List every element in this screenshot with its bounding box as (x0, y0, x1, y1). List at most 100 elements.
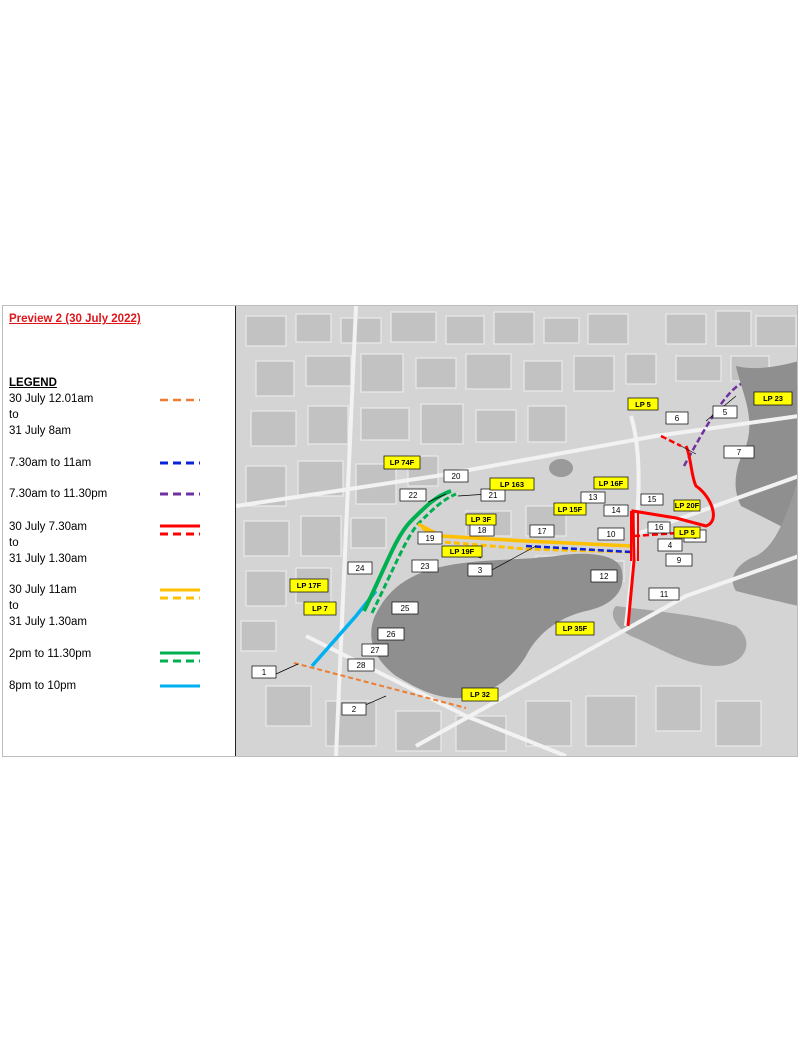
lp-label: LP 35F (555, 621, 595, 636)
map-frame: Preview 2 (30 July 2022) LEGEND 30 July … (2, 305, 798, 757)
legend-item-label: 30 July 11am to 31 July 1.30am (9, 584, 87, 628)
svg-text:18: 18 (478, 526, 487, 535)
lp-label: LP 23 (753, 391, 793, 406)
map-label-3: 3 (467, 563, 493, 577)
map-label-7: 7 (723, 445, 755, 459)
map-label-1: 1 (251, 665, 277, 679)
svg-text:3: 3 (478, 566, 483, 575)
route-red-solid (626, 445, 715, 627)
legend-item-label: 7.30am to 11am (9, 457, 92, 469)
svg-text:LP 74F: LP 74F (390, 458, 415, 467)
svg-text:14: 14 (612, 506, 621, 515)
svg-text:LP 23: LP 23 (763, 394, 783, 403)
map-label-6: 6 (665, 411, 689, 425)
marina-bay-water (371, 553, 623, 699)
map-title: Preview 2 (30 July 2022) (9, 313, 141, 325)
legend-swatch-green (160, 651, 200, 663)
svg-text:20: 20 (452, 472, 461, 481)
legend-item-label: 2pm to 11.30pm (9, 648, 92, 660)
lp-label: LP 5 (627, 397, 659, 411)
route-red-vertical (630, 511, 639, 561)
map-label-22: 22 (399, 488, 427, 502)
svg-text:22: 22 (409, 491, 418, 500)
lp-label: LP 7 (303, 601, 337, 616)
svg-text:12: 12 (600, 572, 609, 581)
map-label-27: 27 (361, 643, 389, 657)
svg-text:5: 5 (723, 408, 728, 417)
map-label-12: 12 (590, 569, 618, 583)
map-label-17: 17 (529, 524, 555, 538)
svg-text:2: 2 (352, 705, 357, 714)
svg-text:LP 16F: LP 16F (599, 479, 624, 488)
map-svg: 1 2 3 4 5 6 7 8 9 10 11 12 13 14 15 16 1… (236, 306, 797, 756)
lp-label: LP 5 (673, 526, 701, 539)
stadium-dome (549, 459, 573, 477)
svg-text:LP 163: LP 163 (500, 480, 524, 489)
svg-text:11: 11 (660, 590, 669, 599)
svg-text:LP 7: LP 7 (312, 604, 328, 613)
svg-text:LP 15F: LP 15F (558, 505, 583, 514)
svg-text:17: 17 (538, 527, 547, 536)
lp-label: LP 19F (441, 545, 483, 558)
legend-heading: LEGEND (9, 377, 57, 389)
svg-text:LP 20F: LP 20F (675, 501, 700, 510)
map-label-15: 15 (640, 493, 664, 506)
svg-text:13: 13 (589, 493, 598, 502)
svg-text:19: 19 (426, 534, 435, 543)
svg-text:24: 24 (356, 564, 365, 573)
svg-text:26: 26 (387, 630, 396, 639)
svg-text:6: 6 (675, 414, 680, 423)
lp-label: LP 74F (383, 455, 421, 470)
roads (236, 306, 797, 756)
lp-label: LP 20F (673, 499, 701, 512)
lp-label: LP 32 (461, 687, 499, 702)
map-label-20: 20 (443, 469, 469, 483)
lp-label: LP 16F (593, 476, 629, 490)
svg-text:LP 3F: LP 3F (471, 515, 492, 524)
map-label-26: 26 (377, 627, 405, 641)
legend-item-label: 30 July 12.01am to 31 July 8am (9, 393, 94, 437)
svg-text:27: 27 (371, 646, 380, 655)
legend-item-label: 8pm to 10pm (9, 680, 77, 692)
lp-label: LP 17F (289, 578, 329, 593)
map-label-19: 19 (417, 531, 443, 545)
map-label-25: 25 (391, 601, 419, 615)
svg-text:9: 9 (677, 556, 682, 565)
svg-text:28: 28 (357, 661, 366, 670)
map-label-23: 23 (411, 559, 439, 573)
map-label-14: 14 (603, 504, 629, 517)
legend-item-label: 7.30am to 11.30pm (9, 488, 108, 500)
number-labels: 1 2 3 4 5 6 7 8 9 10 11 12 13 14 15 16 1… (251, 405, 755, 716)
map-label-4: 4 (657, 538, 683, 552)
lp-label: LP 15F (553, 502, 587, 516)
svg-text:7: 7 (737, 448, 742, 457)
map-label-5: 5 (712, 405, 738, 419)
legend-swatch-yellow (160, 588, 200, 600)
svg-text:LP 32: LP 32 (470, 690, 490, 699)
legend-panel: Preview 2 (30 July 2022) LEGEND 30 July … (3, 306, 236, 756)
map-label-28: 28 (347, 658, 375, 672)
route-yellow-solid (417, 522, 632, 548)
route-purple (682, 382, 742, 467)
legend-swatch-purple (160, 492, 200, 496)
map-label-18: 18 (469, 523, 495, 537)
svg-text:10: 10 (607, 530, 616, 539)
route-red-dashed (633, 434, 707, 538)
gardens-pond (612, 606, 747, 666)
svg-text:LP 5: LP 5 (679, 528, 695, 537)
map-label-9: 9 (665, 553, 693, 567)
svg-text:21: 21 (489, 491, 498, 500)
svg-text:23: 23 (421, 562, 430, 571)
legend-item-label: 30 July 7.30am to 31 July 1.30am (9, 521, 87, 565)
map-label-11: 11 (648, 587, 680, 601)
svg-text:4: 4 (668, 541, 673, 550)
map-area[interactable]: 1 2 3 4 5 6 7 8 9 10 11 12 13 14 15 16 1… (236, 306, 797, 756)
map-label-2: 2 (341, 702, 367, 716)
svg-text:25: 25 (401, 604, 410, 613)
legend-swatch-red (160, 524, 200, 536)
map-label-21: 21 (480, 488, 506, 502)
lp-label: LP 3F (465, 513, 497, 526)
svg-text:LP 5: LP 5 (635, 400, 651, 409)
svg-text:LP 35F: LP 35F (563, 624, 588, 633)
route-orange (293, 662, 467, 709)
